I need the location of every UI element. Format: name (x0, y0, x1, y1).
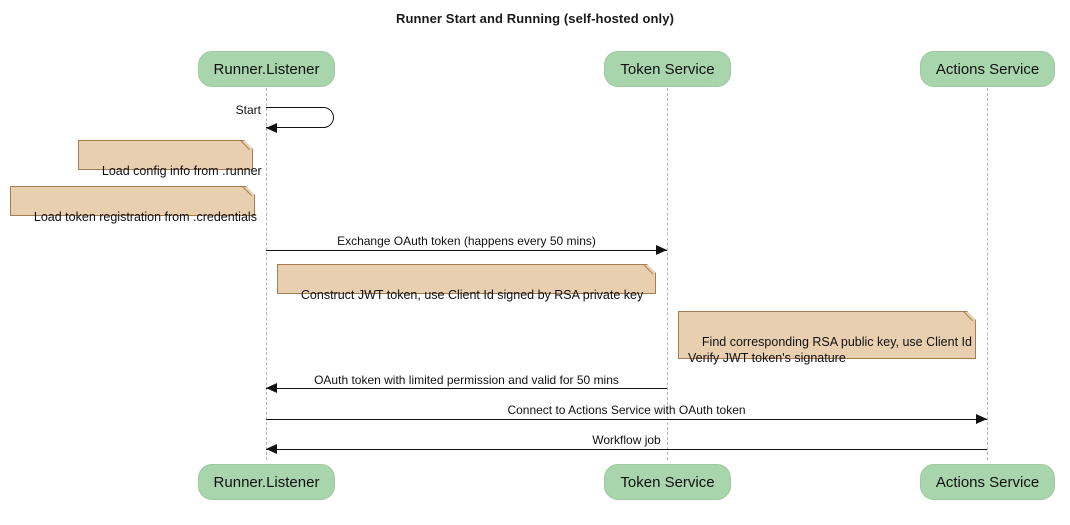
message-connect-actions-arrowhead (976, 414, 987, 424)
note-load-token-registration-text: Load token registration from .credential… (33, 210, 257, 224)
message-start-loop (266, 107, 334, 128)
message-workflow-job-label: Workflow job (592, 433, 661, 447)
message-start-arrowhead (266, 123, 277, 133)
participant-token-top-label: Token Service (620, 61, 715, 78)
participant-token-bottom-label: Token Service (620, 474, 715, 491)
message-workflow-job-line (266, 449, 987, 450)
message-exchange-oauth-line (266, 250, 667, 251)
participant-actions-bottom[interactable]: Actions Service (920, 464, 1055, 500)
message-oauth-return-line (266, 388, 667, 389)
participant-runner-bottom-label: Runner.Listener (213, 474, 320, 491)
message-workflow-job-arrowhead (266, 444, 277, 454)
participant-runner-top-label: Runner.Listener (213, 61, 320, 78)
participant-runner-bottom[interactable]: Runner.Listener (198, 464, 335, 500)
message-start-label: Start (235, 103, 261, 117)
lifeline-token (667, 88, 668, 460)
participant-actions-top-label: Actions Service (935, 61, 1040, 78)
message-exchange-oauth-label: Exchange OAuth token (happens every 50 m… (337, 234, 596, 248)
note-load-config-text: Load config info from .runner (101, 164, 262, 178)
diagram-title: Runner Start and Running (self-hosted on… (395, 11, 675, 26)
note-load-config: Load config info from .runner (78, 140, 262, 178)
participant-token-top[interactable]: Token Service (604, 51, 731, 87)
note-construct-jwt: Construct JWT token, use Client Id signe… (277, 264, 656, 302)
lifeline-runner (266, 88, 267, 460)
note-fold-edge-icon (240, 140, 253, 153)
participant-actions-top[interactable]: Actions Service (920, 51, 1055, 87)
message-oauth-return-label: OAuth token with limited permission and … (314, 373, 619, 387)
note-load-token-registration: Load token registration from .credential… (10, 186, 257, 224)
note-fold-edge-icon (963, 311, 976, 324)
message-connect-actions-line (266, 419, 987, 420)
note-fold-edge-icon (643, 264, 656, 277)
note-construct-jwt-text: Construct JWT token, use Client Id signe… (300, 288, 644, 302)
message-connect-actions-label: Connect to Actions Service with OAuth to… (507, 403, 746, 417)
participant-actions-bottom-label: Actions Service (935, 474, 1040, 491)
note-verify-jwt: Find corresponding RSA public key, use C… (678, 311, 976, 365)
participant-token-bottom[interactable]: Token Service (604, 464, 731, 500)
participant-runner-top[interactable]: Runner.Listener (198, 51, 335, 87)
message-oauth-return-arrowhead (266, 383, 277, 393)
note-fold-edge-icon (242, 186, 255, 199)
lifeline-actions (987, 88, 988, 460)
note-verify-jwt-text: Find corresponding RSA public key, use C… (688, 335, 972, 365)
message-exchange-oauth-arrowhead (656, 245, 667, 255)
